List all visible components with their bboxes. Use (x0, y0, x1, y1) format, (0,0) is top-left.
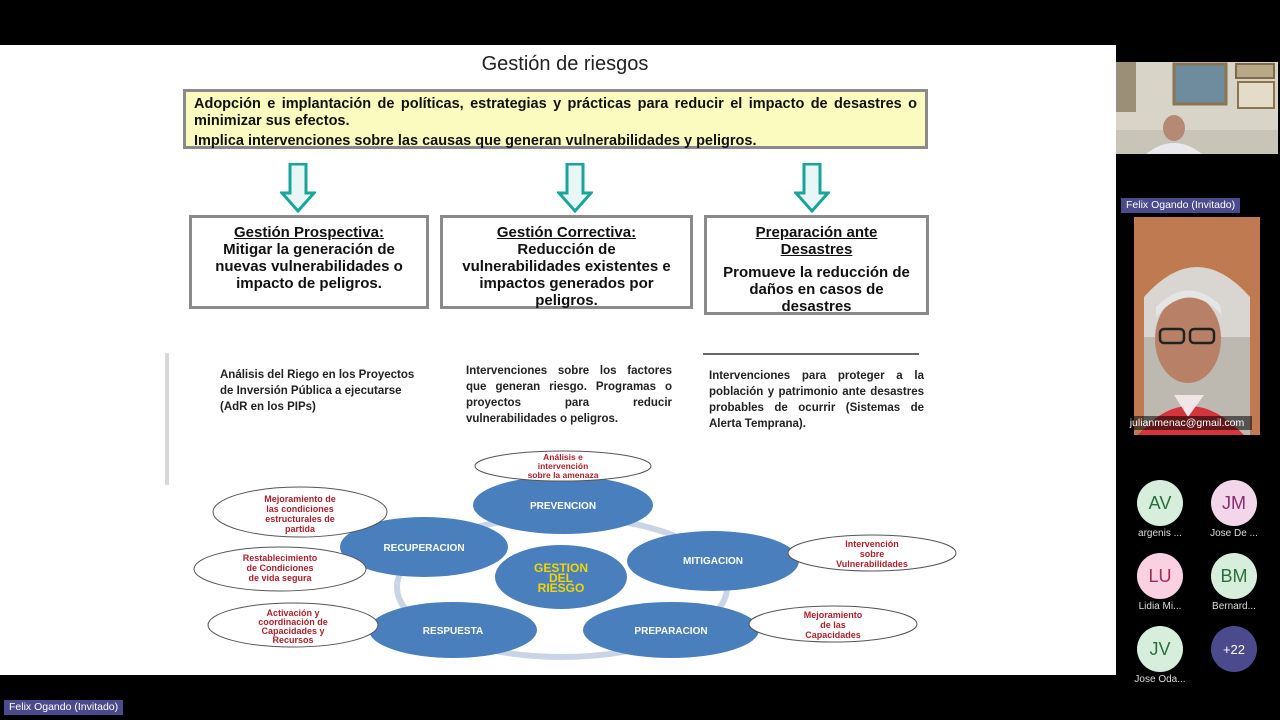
participant-tile[interactable]: JV Jose Oda... (1130, 626, 1190, 685)
note-activacion: Activación y coordinación de Capacidades… (207, 602, 379, 648)
phase-preparacion: PREPARACION (583, 602, 759, 658)
category-body: Mitigar la generación de nuevas vulnerab… (215, 241, 403, 292)
participant-email: julianmenac@gmail.com (1122, 416, 1252, 430)
participant-tile[interactable]: AV argenis ... (1130, 480, 1190, 539)
center-text-line: RIESGO (538, 581, 585, 595)
center-text-line: GESTION (534, 561, 588, 575)
divider (165, 353, 169, 485)
phase-mitigacion: MITIGACION (627, 531, 799, 591)
definition-line-1: Adopción e implantación de políticas, es… (194, 96, 917, 129)
down-arrow-icon (280, 163, 316, 213)
note-line: Capacidades (805, 630, 861, 640)
note-line: Análisis e (543, 452, 583, 462)
note-line: Recursos (272, 635, 313, 645)
note-line: Mejoramiento de (264, 494, 336, 504)
down-arrow-icon (557, 163, 593, 213)
description-corrective: Intervenciones sobre los factores que ge… (466, 365, 672, 425)
video-tile-featured[interactable] (1134, 217, 1260, 435)
category-heading: Gestión Prospectiva: (233, 224, 385, 241)
phase-label: PREPARACION (634, 626, 707, 637)
note-line: Intervención (845, 539, 899, 549)
cycle-center: GESTION DEL RIESGO (495, 545, 627, 609)
note-vulnerabilidades: Intervención sobre Vulnerabilidades (787, 534, 957, 572)
presentation-slide: Gestión de riesgos Adopción e implantaci… (0, 45, 1116, 675)
participant-name: Bernard... (1212, 601, 1256, 612)
slide-title: Gestión de riesgos (481, 53, 649, 75)
speaker-name-label: Felix Ogando (Invitado) (4, 700, 124, 715)
note-line: Restablecimiento (243, 553, 318, 563)
category-prospective: Gestión Prospectiva: Mitigar la generaci… (189, 215, 429, 309)
description-prospective: Análisis del Riego en los Proyectos de I… (220, 369, 415, 413)
participant-name: Jose De ... (1210, 528, 1258, 539)
divider (703, 353, 919, 355)
phase-prevencion: PREVENCION (473, 476, 653, 534)
category-body: Reducción de vulnerabilidades existentes… (462, 241, 671, 309)
note-amenaza: Análisis e intervención sobre la amenaza (474, 450, 652, 482)
phase-respuesta: RESPUESTA (369, 602, 537, 658)
phase-label: PREVENCION (530, 501, 596, 512)
more-participants-button[interactable]: +22 (1204, 626, 1264, 672)
note-line: de las (820, 620, 846, 630)
participant-tile[interactable]: JM Jose De ... (1204, 480, 1264, 539)
category-heading: Preparación ante Desastres (755, 224, 878, 258)
note-capacidades: Mejoramiento de las Capacidades (748, 605, 918, 643)
note-line: de vida segura (248, 573, 312, 583)
category-corrective: Gestión Correctiva: Reducción de vulnera… (440, 215, 693, 309)
avatar: LU (1137, 553, 1183, 599)
note-line: sobre la amenaza (528, 470, 599, 480)
note-line: Capacidades y (261, 626, 324, 636)
avatar: JM (1211, 480, 1257, 526)
phase-label: RESPUESTA (423, 626, 483, 637)
camera-feed (1134, 217, 1260, 435)
more-participants-count: +22 (1211, 626, 1257, 672)
participant-name-label: Felix Ogando (Invitado) (1121, 198, 1241, 213)
participant-name: Lidia Mi... (1138, 601, 1182, 612)
note-line: coordinación de (258, 617, 328, 627)
center-text-line: DEL (549, 571, 573, 585)
note-line: Activación y (266, 608, 319, 618)
participant-tile[interactable]: BM Bernard... (1204, 553, 1264, 612)
category-body: Promueve la reducción de daños en casos … (723, 264, 910, 315)
camera-feed (1116, 62, 1278, 154)
note-line: Vulnerabilidades (836, 559, 908, 569)
down-arrow-icon (794, 163, 830, 213)
definition-box: Adopción e implantación de políticas, es… (183, 89, 928, 149)
note-line: intervención (538, 461, 589, 471)
risk-cycle-diagram: GESTION DEL RIESGO PREVENCION MITIGACION… (193, 450, 957, 660)
avatar: AV (1137, 480, 1183, 526)
note-line: partida (285, 524, 316, 534)
participant-tile[interactable]: LU Lidia Mi... (1130, 553, 1190, 612)
description-preparation: Intervenciones para proteger a la poblac… (709, 370, 924, 430)
definition-line-2: Implica intervenciones sobre las causas … (194, 133, 757, 149)
note-line: de Condiciones (246, 563, 313, 573)
phase-label: MITIGACION (683, 556, 743, 567)
phase-label: RECUPERACION (383, 543, 464, 554)
participant-name: argenis ... (1138, 528, 1182, 539)
category-heading: Gestión Correctiva: (496, 224, 637, 241)
participant-name: Jose Oda... (1134, 674, 1186, 685)
note-line: las condiciones (266, 504, 334, 514)
note-mejoramiento-condiciones: Mejoramiento de las condiciones estructu… (212, 486, 388, 538)
category-preparation: Preparación ante Desastres Promueve la r… (704, 215, 929, 315)
video-tile-self[interactable] (1116, 62, 1278, 154)
note-restablecimiento: Restablecimiento de Condiciones de vida … (193, 546, 367, 592)
note-line: Mejoramiento (804, 610, 863, 620)
note-line: estructurales de (265, 514, 335, 524)
note-line: sobre (860, 549, 885, 559)
avatar: JV (1137, 626, 1183, 672)
phase-recuperacion: RECUPERACION (340, 517, 508, 577)
avatar: BM (1211, 553, 1257, 599)
